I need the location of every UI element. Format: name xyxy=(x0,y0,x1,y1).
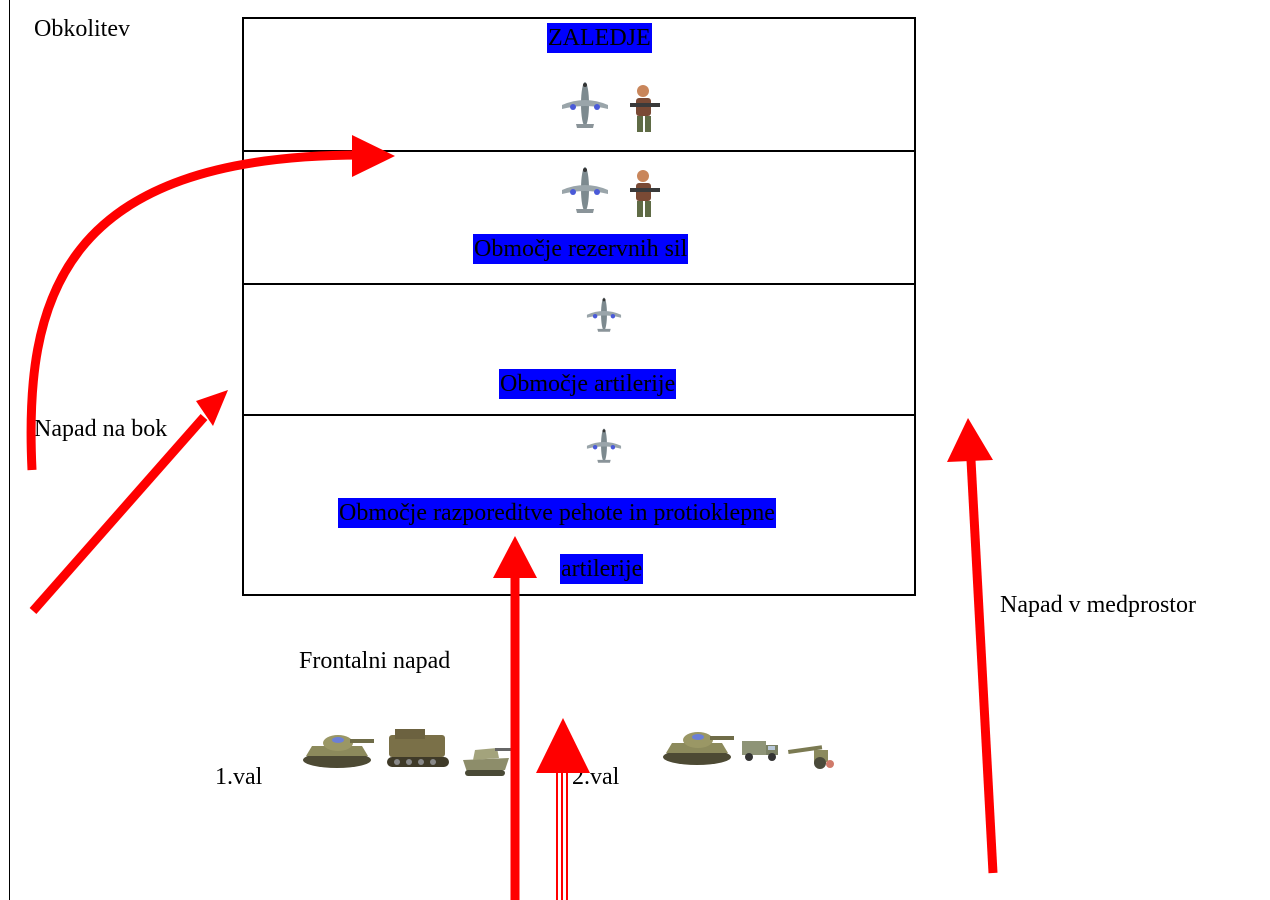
zone-artillery-label: Območje artilerije xyxy=(499,369,677,399)
wave-1-label: 1.val xyxy=(215,764,263,790)
flank-attack-arrow xyxy=(29,414,208,614)
aircraft-icon xyxy=(586,428,622,463)
frontal-attack-label: Frontalni napad xyxy=(299,648,451,674)
aircraft-icon xyxy=(586,297,622,332)
encirclement-label: Obkolitev xyxy=(34,16,130,42)
zone-reserves-label: Območje rezervnih sil xyxy=(473,234,689,264)
soldier-icon xyxy=(630,170,660,217)
zone-rear: ZALEDJE xyxy=(244,19,914,150)
zone-infantry-label-line2: artilerije xyxy=(560,554,644,584)
zone-rear-label: ZALEDJE xyxy=(547,23,652,53)
zone-artillery: Območje artilerije xyxy=(244,283,914,414)
flank-attack-label: Napad na bok xyxy=(34,416,168,442)
soldier-icon xyxy=(630,85,660,132)
armored-carrier-icon xyxy=(387,729,449,767)
wave-2-label: 2.val xyxy=(572,764,620,790)
gap-arrowhead xyxy=(947,418,993,462)
left-margin-rule xyxy=(9,0,10,900)
aircraft-icon xyxy=(562,167,608,213)
tank-icon xyxy=(303,735,374,768)
truck-icon xyxy=(742,741,778,761)
zone-infantry: Območje razporeditve pehote in protiokle… xyxy=(244,414,914,594)
zone-reserves: Območje rezervnih sil xyxy=(244,150,914,283)
zone-infantry-label-line1: Območje razporeditve pehote in protiokle… xyxy=(338,498,776,528)
aircraft-icon xyxy=(562,82,608,128)
defense-zones-box: ZALEDJE xyxy=(242,17,916,596)
second-wave-arrow xyxy=(556,770,568,900)
tank-icon xyxy=(663,732,734,765)
gap-attack-arrow xyxy=(966,459,998,874)
field-gun-icon xyxy=(788,745,834,769)
gap-attack-label: Napad v medprostor xyxy=(1000,592,1196,618)
flank-arrowhead xyxy=(196,390,228,426)
tank-icon xyxy=(463,748,513,776)
